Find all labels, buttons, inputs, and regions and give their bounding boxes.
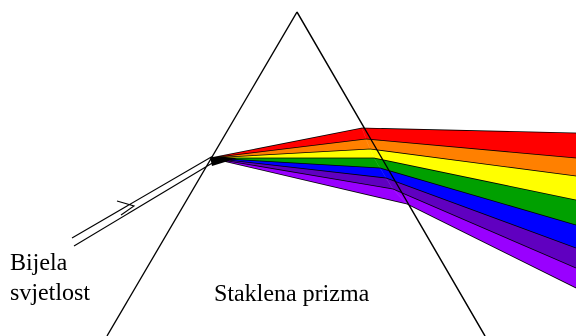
prism-label: Staklena prizma [214, 281, 370, 307]
white-light-label-line1: Bijela [10, 250, 68, 276]
white-light-beam [72, 156, 214, 246]
beam-edge-upper [72, 156, 213, 238]
beam-edge-lower [74, 162, 214, 246]
white-light-label-line2: svjetlost [10, 280, 90, 306]
